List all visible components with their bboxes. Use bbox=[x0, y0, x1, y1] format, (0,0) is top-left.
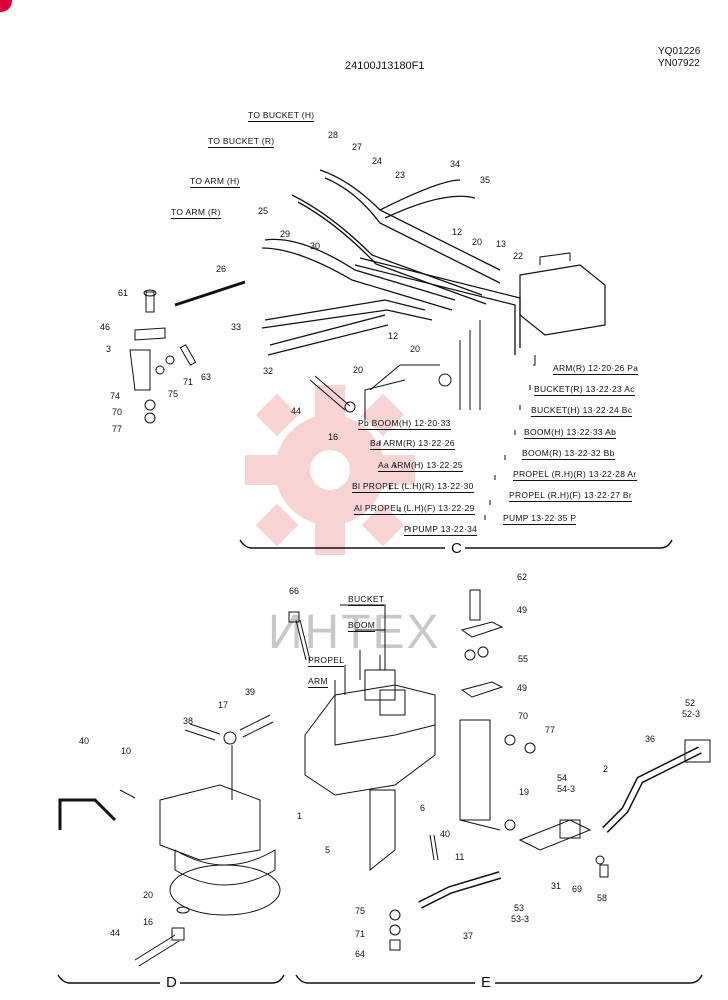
port-label: Aa ARM(H) 13·22·25 bbox=[378, 460, 463, 472]
part-number: 46 bbox=[100, 322, 111, 332]
part-number: 10 bbox=[121, 746, 132, 756]
part-number: 16 bbox=[328, 432, 339, 442]
port-label: BOOM(H) 13·22·33 Ab bbox=[524, 427, 617, 439]
part-number: 30 bbox=[310, 241, 321, 251]
part-number: 29 bbox=[280, 229, 291, 239]
part-number: 52-3 bbox=[682, 709, 701, 719]
part-number: 38 bbox=[183, 716, 194, 726]
port-label: Al PROPEL (L.H)(F) 13·22·29 bbox=[354, 503, 475, 515]
part-number: 77 bbox=[112, 424, 123, 434]
part-number: 32 bbox=[263, 366, 274, 376]
part-number: 77 bbox=[545, 725, 556, 735]
ref-code-2: YN07922 bbox=[658, 58, 700, 69]
part-number: 54 bbox=[557, 773, 568, 783]
part-number: 6 bbox=[420, 803, 426, 813]
part-number: 13 bbox=[496, 239, 507, 249]
part-number: 1 bbox=[297, 811, 303, 821]
part-number: 20 bbox=[472, 237, 483, 247]
part-number: 17 bbox=[218, 700, 229, 710]
section-e-label: E bbox=[478, 974, 495, 991]
part-number: 64 bbox=[355, 949, 366, 959]
part-number: 11 bbox=[455, 852, 465, 862]
port-label: Ba ARM(R) 13·22·26 bbox=[370, 438, 455, 450]
valve-label: PROPEL bbox=[308, 655, 345, 667]
part-number: 12 bbox=[388, 331, 399, 341]
part-number: 20 bbox=[353, 365, 364, 375]
hose-destination: TO ARM (R) bbox=[171, 207, 221, 219]
part-number: 53 bbox=[514, 903, 525, 913]
port-label: Bl PROPEL (L.H)(R) 13·22·30 bbox=[352, 481, 474, 493]
valve-label: BUCKET bbox=[348, 594, 385, 606]
ref-code-1: YQ01226 bbox=[658, 46, 701, 57]
part-number: 5 bbox=[325, 845, 331, 855]
port-label: BUCKET(H) 13·22·24 Bc bbox=[531, 405, 633, 417]
section-c-label: C bbox=[448, 540, 465, 557]
hose-destination: TO ARM (H) bbox=[190, 176, 240, 188]
port-label: PROPEL (R.H)(F) 13·22·27 Br bbox=[509, 490, 633, 502]
part-number: 70 bbox=[112, 407, 123, 417]
part-number: 58 bbox=[597, 893, 608, 903]
part-number: 19 bbox=[519, 787, 530, 797]
part-number: 61 bbox=[118, 288, 129, 298]
part-number: 28 bbox=[328, 130, 339, 140]
drawing-code: 24100J13180F1 bbox=[345, 60, 425, 72]
part-number: 3 bbox=[106, 344, 112, 354]
port-label: ARM(R) 12·20·26 Pa bbox=[553, 363, 639, 375]
part-number: 22 bbox=[513, 251, 524, 261]
part-number: 12 bbox=[452, 227, 463, 237]
part-number: 27 bbox=[352, 142, 363, 152]
port-label: BUCKET(R) 13·22·23 Ac bbox=[534, 384, 635, 396]
part-number: 20 bbox=[410, 344, 421, 354]
part-number: 52 bbox=[685, 698, 696, 708]
part-number: 40 bbox=[440, 829, 451, 839]
part-number: 25 bbox=[258, 206, 269, 216]
part-number: 49 bbox=[517, 683, 528, 693]
watermark-text: ИНТЕХ bbox=[268, 606, 441, 659]
port-label: P PUMP 13·22·34 bbox=[404, 524, 478, 536]
port-label: BOOM(R) 13·22·32 Bb bbox=[522, 448, 615, 460]
hose-destination: TO BUCKET (H) bbox=[248, 110, 315, 122]
valve-label: BOOM bbox=[348, 620, 376, 632]
part-number: 39 bbox=[245, 687, 256, 697]
valve-label: ARM bbox=[308, 676, 328, 688]
part-number: 71 bbox=[355, 929, 366, 939]
part-number: 16 bbox=[143, 917, 154, 927]
port-label: Pb BOOM(H) 12·20·33 bbox=[358, 418, 451, 430]
part-number: 26 bbox=[216, 264, 227, 274]
part-number: 37 bbox=[463, 931, 474, 941]
part-number: 40 bbox=[79, 736, 90, 746]
port-label: PUMP 13·22·35 P bbox=[503, 513, 577, 525]
part-number: 53-3 bbox=[511, 914, 530, 924]
part-number: 55 bbox=[518, 654, 529, 664]
part-number: 23 bbox=[395, 170, 406, 180]
part-number: 20 bbox=[143, 890, 154, 900]
section-d-label: D bbox=[163, 974, 180, 991]
part-number: 31 bbox=[551, 881, 562, 891]
part-number: 63 bbox=[201, 372, 212, 382]
part-number: 36 bbox=[645, 734, 656, 744]
part-number: 2 bbox=[603, 764, 609, 774]
part-number: 66 bbox=[289, 586, 300, 596]
part-number: 75 bbox=[355, 906, 366, 916]
part-number: 49 bbox=[517, 605, 528, 615]
part-number: 35 bbox=[480, 175, 491, 185]
port-label: PROPEL (R.H)(R) 13·22·28 Ar bbox=[513, 469, 637, 481]
hose-destination: TO BUCKET (R) bbox=[208, 136, 275, 148]
part-number: 33 bbox=[231, 322, 242, 332]
part-number: 62 bbox=[517, 572, 528, 582]
part-number: 44 bbox=[110, 928, 121, 938]
part-number: 75 bbox=[168, 389, 179, 399]
part-number: 34 bbox=[450, 159, 461, 169]
part-number: 71 bbox=[183, 377, 194, 387]
part-number: 44 bbox=[291, 406, 302, 416]
part-number: 74 bbox=[110, 391, 121, 401]
part-number: 24 bbox=[372, 156, 383, 166]
part-number: 54-3 bbox=[557, 784, 576, 794]
part-number: 70 bbox=[518, 711, 529, 721]
part-number: 69 bbox=[572, 884, 583, 894]
